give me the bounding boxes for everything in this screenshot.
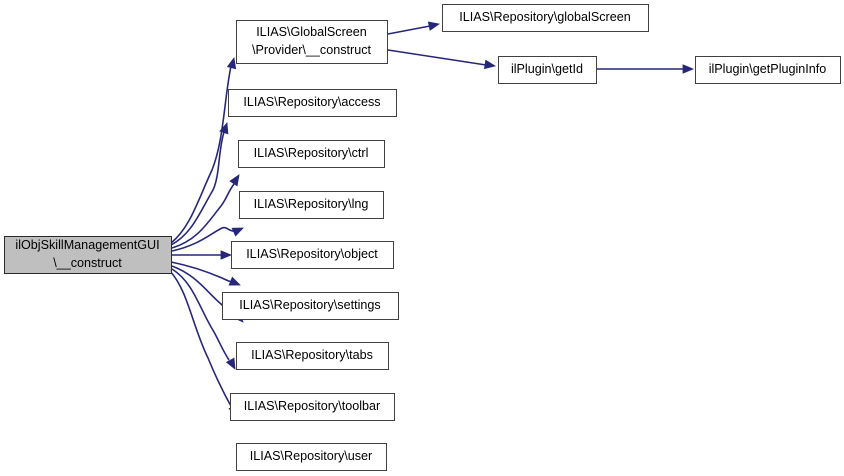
edge-line [387,25,431,35]
node-label-line: ILIAS\Repository\toolbar [244,399,381,413]
edge-line [169,270,233,409]
edge-layer [169,21,695,417]
call-edge-root-to-repo_object [171,250,233,260]
node-label-line: ILIAS\Repository\access [243,95,380,109]
edge-line [170,131,225,246]
node-box[interactable] [231,241,394,269]
graph-node-repo_settings[interactable]: ILIAS\Repository\settings [222,292,399,320]
graph-node-ilplugin_getplugininfo[interactable]: ilPlugin\getPluginInfo [695,56,841,84]
node-box[interactable] [239,191,384,219]
graph-node-repo_toolbar[interactable]: ILIAS\Repository\toolbar [230,393,395,421]
graph-node-repo_tabs[interactable]: ILIAS\Repository\tabs [236,342,389,370]
call-edge-root-to-repo_access [170,122,229,246]
node-box[interactable] [222,292,399,320]
node-box[interactable] [230,393,395,421]
edge-line [170,65,232,244]
node-box[interactable] [236,443,387,471]
node-layer: ilObjSkillManagementGUI\__constructILIAS… [4,4,841,471]
node-box[interactable] [238,140,385,168]
node-box[interactable] [236,20,388,64]
arrowhead-icon [228,276,241,286]
call-edge-globalscreen_provider-to-ilplugin_getid [387,49,497,70]
graph-node-repo_object[interactable]: ILIAS\Repository\object [231,241,394,269]
call-edge-globalscreen_provider-to-repo_globalscreen [387,21,441,35]
edge-line [171,183,235,249]
node-label-line: ILIAS\Repository\object [246,247,378,261]
node-label-line: ilObjSkillManagementGUI [15,238,159,252]
arrowhead-icon [231,227,244,237]
graph-node-repo_user[interactable]: ILIAS\Repository\user [236,443,387,471]
edge-line [170,261,233,283]
call-edge-root-to-repo_ctrl [171,174,240,249]
graph-node-root[interactable]: ilObjSkillManagementGUI \__construct [4,236,172,274]
arrowhead-icon [220,250,233,260]
arrowhead-icon [483,59,497,70]
node-box[interactable] [695,56,841,84]
edge-line [171,268,230,361]
call-edge-root-to-repo_toolbar [171,268,236,370]
edge-line [387,49,487,66]
node-label-line: ILIAS\GlobalScreen [256,25,367,39]
arrowhead-icon [229,174,240,187]
graph-node-repo_globalscreen[interactable]: ILIAS\Repository\globalScreen [442,4,649,32]
arrowhead-icon [427,21,441,31]
call-edge-ilplugin_getid-to-ilplugin_getplugininfo [597,64,695,74]
call-edge-root-to-repo_settings [170,261,241,286]
node-label-line: ILIAS\Repository\ctrl [254,146,369,160]
node-label-line: ilPlugin\getPluginInfo [709,62,827,76]
call-edge-root-to-repo_lng [171,226,244,252]
node-label-line: \__construct [53,256,122,270]
arrowhead-icon [219,122,229,135]
arrowhead-icon [226,56,237,70]
node-label-line: \Provider\__construct [252,43,371,57]
edge-line [171,226,236,252]
graph-node-repo_lng[interactable]: ILIAS\Repository\lng [239,191,384,219]
arrowhead-icon [682,64,695,74]
graph-node-repo_ctrl[interactable]: ILIAS\Repository\ctrl [238,140,385,168]
node-label-line: ILIAS\Repository\tabs [251,348,373,362]
arrowhead-icon [225,357,236,370]
node-label-line: ILIAS\Repository\user [250,449,373,463]
node-box[interactable] [236,342,389,370]
graph-node-repo_access[interactable]: ILIAS\Repository\access [228,89,397,117]
node-box[interactable] [4,236,172,274]
node-box[interactable] [228,89,397,117]
node-label-line: ilPlugin\getId [511,62,583,76]
node-label-line: ILIAS\Repository\lng [254,197,369,211]
node-label-line: ILIAS\Repository\settings [239,298,380,312]
call-edge-root-to-globalscreen_provider [170,56,237,244]
graph-node-globalscreen_provider[interactable]: ILIAS\GlobalScreen \Provider\__construct [236,20,388,64]
node-box[interactable] [498,56,597,84]
graph-node-ilplugin_getid[interactable]: ilPlugin\getId [498,56,597,84]
node-box[interactable] [442,4,649,32]
node-label-line: ILIAS\Repository\globalScreen [459,10,631,24]
